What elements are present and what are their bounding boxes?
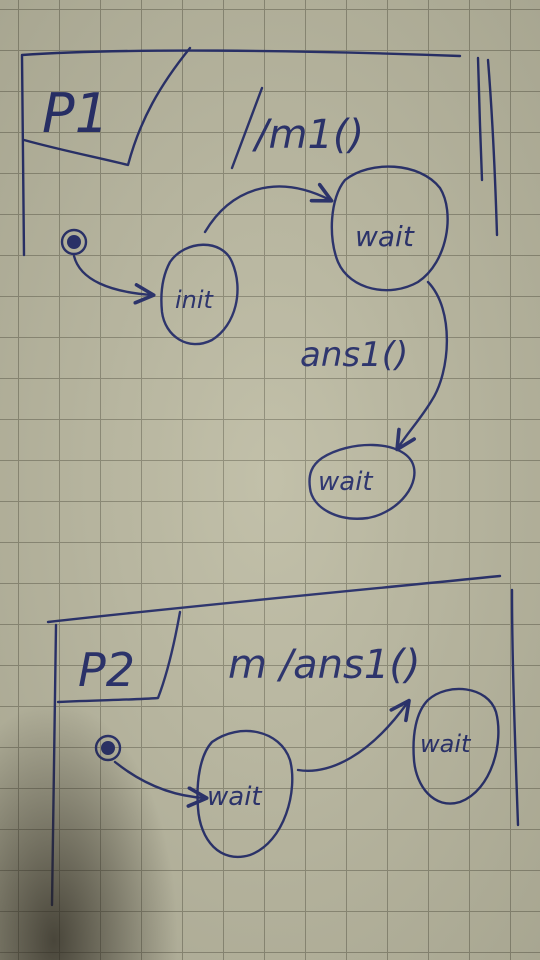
p2-state-wait-2-label: wait (420, 730, 472, 758)
p2-frame-top (46, 574, 502, 624)
p1-state-wait-2-label: wait (318, 467, 373, 497)
statechart-p2: P2 m /ans1() wait wait (46, 574, 520, 907)
p2-frame-left (50, 623, 58, 907)
p1-initial-pseudostate (60, 228, 88, 256)
p2-state-wait-1-label: wait (207, 782, 262, 812)
p1-arrow-init-to-wait (203, 182, 334, 234)
p1-process-label: P1 (42, 82, 109, 145)
p1-transition-label-m1: /m1() (252, 112, 364, 158)
statechart-p1: P1 /m1() init wait ans1() wait (20, 46, 499, 520)
p2-arrow-start-to-wait (113, 760, 209, 808)
p1-state-init-label: init (175, 286, 215, 314)
p2-initial-pseudostate (94, 734, 122, 762)
p1-transition-label-ans1: ans1() (300, 335, 408, 375)
p1-frame-right (486, 58, 499, 237)
p2-process-label: P2 (78, 643, 135, 697)
p1-state-wait-1-label: wait (355, 220, 415, 253)
p2-arrow-wait-to-wait (296, 698, 411, 772)
p2-frame-right (510, 588, 520, 827)
p1-arrow-start-to-init (72, 254, 156, 305)
p2-transition-label: m /ans1() (228, 642, 421, 688)
